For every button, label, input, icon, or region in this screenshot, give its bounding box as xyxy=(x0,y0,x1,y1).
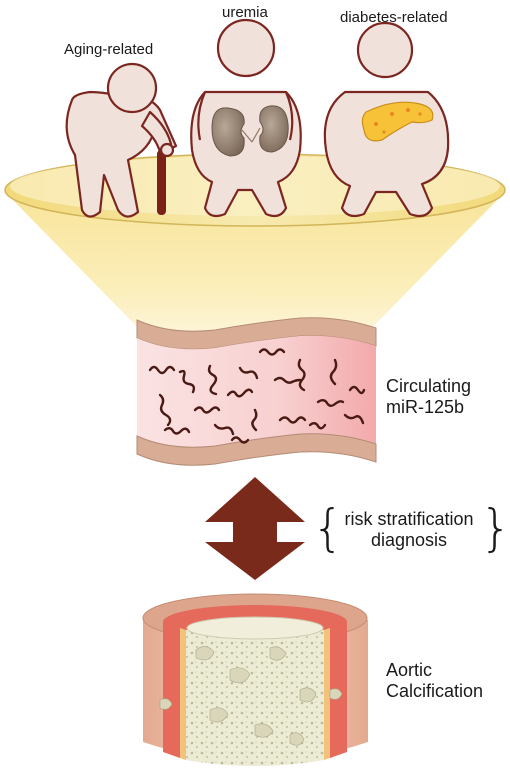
aging-person-figure xyxy=(65,62,178,218)
biomarker-line2: miR-125b xyxy=(386,397,465,417)
label-aortic-calcification: Aortic Calcification xyxy=(386,660,483,702)
left-brace: { xyxy=(312,499,344,557)
mirna-strands xyxy=(148,348,366,444)
label-diabetes-related: diabetes-related xyxy=(340,9,448,26)
label-uremia: uremia xyxy=(222,4,268,21)
label-risk-diagnosis: risk stratification diagnosis xyxy=(330,509,488,551)
relation-line1: risk stratification xyxy=(344,509,474,529)
calcification-deposits xyxy=(159,646,343,746)
bidirectional-arrow-icon xyxy=(205,477,305,580)
vessel-lumen xyxy=(137,335,376,448)
diabetes-head xyxy=(356,21,414,79)
label-aging-related: Aging-related xyxy=(64,41,154,58)
kidney-icon xyxy=(211,105,289,157)
label-circulating-mirna: Circulating miR-125b xyxy=(386,376,471,418)
aorta-cross-section xyxy=(142,593,368,766)
uremia-head xyxy=(216,18,276,78)
vessel-lower-wall xyxy=(136,433,377,466)
aorta-media-left xyxy=(163,622,180,758)
outcome-line1: Aortic xyxy=(386,660,433,680)
outcome-line2: Calcification xyxy=(386,681,484,701)
diabetes-person-figure xyxy=(323,21,450,218)
right-brace: } xyxy=(480,499,510,557)
blood-vessel xyxy=(136,317,377,466)
aging-head xyxy=(106,62,158,114)
funnel-body xyxy=(5,192,505,346)
pancreas-icon xyxy=(361,101,434,142)
relation-line2: diagnosis xyxy=(370,530,448,550)
cane-icon xyxy=(157,150,166,215)
calcification-core xyxy=(186,621,324,766)
biomarker-line1: Circulating xyxy=(386,376,472,396)
